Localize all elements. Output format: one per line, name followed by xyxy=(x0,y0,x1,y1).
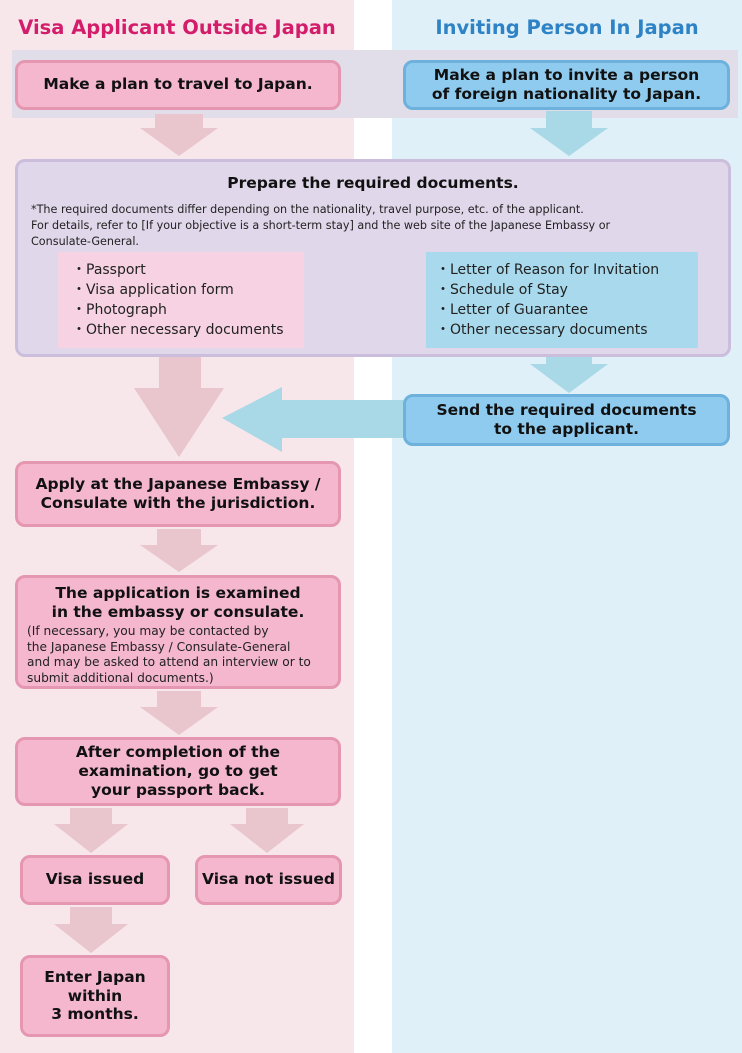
step-completion-line-2: examination, go to get xyxy=(78,762,278,781)
arrow-prepare-to-send xyxy=(530,346,608,393)
step-enter-line-2: within xyxy=(67,986,123,1005)
prepare-note: *The required documents differ depending… xyxy=(31,202,721,250)
arrow-issued-to-enter xyxy=(54,907,128,953)
step-completion: After completion of the examination, go … xyxy=(15,737,341,806)
step-plan-travel-text: Make a plan to travel to Japan. xyxy=(43,75,313,94)
step-completion-line-1: After completion of the xyxy=(75,743,281,762)
step-plan-travel: Make a plan to travel to Japan. xyxy=(15,60,341,110)
applicant-doc-item: ・Other necessary documents xyxy=(72,322,284,338)
outcome-visa-not-issued-text: Visa not issued xyxy=(201,870,335,889)
outcome-visa-issued: Visa issued xyxy=(20,855,170,905)
outcome-visa-issued-text: Visa issued xyxy=(45,870,145,889)
applicant-documents-list: ・Passport ・Visa application form ・Photog… xyxy=(58,252,304,348)
arrow-completion-to-not-issued xyxy=(230,808,304,853)
arrow-send-to-applicant xyxy=(222,387,404,452)
inviter-header: Inviting Person In Japan xyxy=(435,16,699,39)
step-apply-line-2: Consulate with the jurisdiction. xyxy=(40,494,316,512)
applicant-header: Visa Applicant Outside Japan xyxy=(18,16,336,39)
arrow-prepare-to-apply xyxy=(134,347,224,457)
step-plan-invite-line-1: Make a plan to invite a person xyxy=(433,65,700,84)
arrow-invite-to-prepare xyxy=(530,111,608,156)
arrow-apply-to-examined xyxy=(140,529,218,572)
step-enter-japan: Enter Japan within 3 months. xyxy=(20,955,170,1037)
examined-note-line-4: submit additional documents.) xyxy=(27,671,214,686)
step-send-documents: Send the required documents to the appli… xyxy=(403,394,730,446)
prepare-note-line-3: Consulate-General. xyxy=(31,234,139,248)
inviter-doc-item: ・Letter of Guarantee xyxy=(436,302,589,318)
step-examined: The application is examined in the embas… xyxy=(15,575,341,689)
arrow-completion-to-issued xyxy=(54,808,128,853)
applicant-doc-item: ・Visa application form xyxy=(72,282,234,298)
step-completion-line-3: your passport back. xyxy=(91,780,265,799)
inviter-doc-item: ・Letter of Reason for Invitation xyxy=(436,262,660,278)
step-enter-line-3: 3 months. xyxy=(51,1005,139,1024)
step-send-line-1: Send the required documents xyxy=(436,400,697,419)
examined-note-line-2: the Japanese Embassy / Consulate-General xyxy=(27,639,291,654)
step-enter-line-1: Enter Japan xyxy=(44,967,146,986)
inviter-doc-item: ・Other necessary documents xyxy=(436,322,648,338)
prepare-title: Prepare the required documents. xyxy=(227,174,519,192)
examined-note-line-1: (If necessary, you may be contacted by xyxy=(27,623,269,638)
prepare-note-line-2: For details, refer to [If your objective… xyxy=(31,218,611,232)
step-prepare-documents: Prepare the required documents. *The req… xyxy=(15,159,731,357)
step-apply: Apply at the Japanese Embassy / Consulat… xyxy=(15,461,341,527)
prepare-note-line-1: *The required documents differ depending… xyxy=(31,203,584,216)
arrow-plan-to-prepare xyxy=(140,114,218,156)
applicant-doc-item: ・Passport xyxy=(72,262,146,278)
step-apply-line-1: Apply at the Japanese Embassy / xyxy=(35,474,321,493)
inviter-doc-item: ・Schedule of Stay xyxy=(436,282,568,298)
outcome-visa-not-issued: Visa not issued xyxy=(195,855,342,905)
examined-note-line-3: and may be asked to attend an interview … xyxy=(27,655,311,670)
inviter-documents-list: ・Letter of Reason for Invitation ・Schedu… xyxy=(426,252,698,348)
step-plan-invite: Make a plan to invite a person of foreig… xyxy=(403,60,730,110)
step-examined-line-1: The application is examined xyxy=(55,584,301,602)
arrow-examined-to-completion xyxy=(140,691,218,735)
step-examined-line-2: in the embassy or consulate. xyxy=(51,603,305,622)
step-examined-note: (If necessary, you may be contacted by t… xyxy=(27,624,329,687)
applicant-doc-item: ・Photograph xyxy=(72,302,167,318)
step-send-line-2: to the applicant. xyxy=(493,420,640,438)
step-plan-invite-line-2: of foreign nationality to Japan. xyxy=(431,85,702,103)
